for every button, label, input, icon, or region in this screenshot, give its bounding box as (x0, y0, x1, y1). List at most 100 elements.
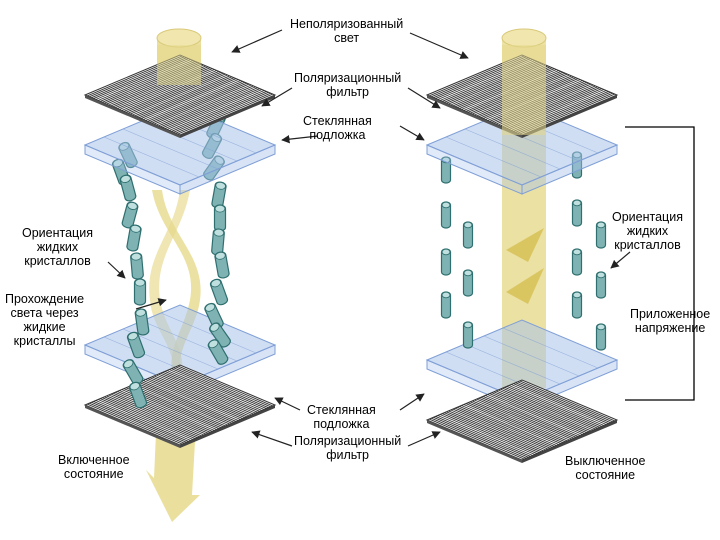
polarizer-right-bottom-line (459, 405, 555, 447)
crystal-cap (213, 228, 225, 237)
polarizer-left-bottom-line (145, 379, 241, 420)
polarizer-left-bottom-line (151, 376, 248, 418)
polarizer-left-top-line (169, 90, 265, 131)
polarizer-left-bottom-edge2 (180, 405, 275, 448)
polarizer-left-bottom-line (177, 365, 273, 407)
polarizer-right-bottom-line (470, 401, 566, 443)
pointer-arrow (251, 430, 293, 447)
polarizer-left-bottom-line (108, 394, 204, 436)
polarizer-left-top-line (145, 80, 241, 121)
polarizer-left-bottom-line (169, 369, 265, 410)
liquid-crystal (211, 181, 227, 209)
polarizer-left-top-line (175, 92, 271, 134)
polarizer-right-bottom-line (493, 391, 590, 433)
polarizer-right-bottom-line (435, 415, 531, 457)
glass-left-top-right-edge (179, 144, 276, 195)
polarizer-left-bottom-line (160, 372, 256, 414)
polarizer-left-bottom-line (130, 385, 226, 427)
polarizer-right-bottom-line (448, 410, 544, 452)
pointer-arrows (107, 29, 631, 447)
polarizer-right-bottom-line (457, 406, 553, 448)
polarizer-right-bottom (425, 379, 619, 463)
polarizer-left-top-line (166, 89, 263, 130)
polarizer-left-top-line (156, 84, 252, 126)
polarizer-left-top-line (153, 83, 250, 125)
crystal-cap (463, 321, 473, 329)
crystal-cap (130, 252, 142, 261)
polarizer-left-bottom-line (110, 393, 207, 435)
polarizer-left-top-line (173, 91, 269, 133)
polarizer-left-bottom-line (93, 400, 189, 442)
polarizer-right-bottom-line (439, 414, 536, 455)
polarizer-right-top-edge (427, 95, 522, 138)
polarizer-right-bottom-line (487, 394, 583, 435)
crystal-cap (441, 248, 451, 256)
crystal-cap (127, 202, 138, 210)
pointer-arrow (274, 397, 301, 411)
polarizer-left-bottom-line (97, 399, 194, 440)
polarizer-right-bottom-line (446, 411, 542, 453)
polarizer-left-top-edge2 (180, 95, 275, 138)
crystal-cap (463, 269, 473, 277)
polarizer-left-bottom-line (87, 403, 183, 445)
polarizer-left-top-line (147, 80, 243, 122)
crystal-cap (572, 291, 582, 299)
glass-right-bottom-grid (483, 335, 580, 377)
polarizer-left-top-line (134, 75, 230, 117)
liquid-crystal (130, 252, 144, 280)
crystal-cap (215, 251, 226, 260)
polarizer-left-bottom-line (104, 396, 200, 438)
polarizer-left-bottom-line (106, 395, 202, 437)
polarizer-left-bottom (83, 364, 277, 448)
pointer-arrow (261, 87, 293, 107)
polarizer-left-bottom-line (140, 380, 237, 422)
polarizer-right-bottom-line (517, 381, 613, 423)
polarizer-right-bottom-line (472, 400, 568, 442)
liquid-crystal (595, 271, 607, 299)
polarizer-right-bottom-line (482, 395, 579, 437)
glass-left-top-grid (122, 128, 219, 170)
pointer-arrow (231, 29, 283, 53)
voltage-circuit (625, 126, 695, 401)
pointer-arrow (135, 298, 167, 310)
liquid-crystals (111, 95, 607, 409)
crystal-cap (214, 204, 226, 213)
polarizer-left-top-line (171, 90, 267, 132)
polarizer-left-bottom-line (132, 384, 228, 426)
liquid-crystal (571, 291, 583, 319)
glass-right-top-grid (464, 128, 561, 170)
liquid-crystal (571, 248, 583, 276)
polarizer-right-bottom-line (502, 387, 598, 429)
liquid-crystal (209, 322, 231, 348)
polarizer-left-top-line (177, 93, 273, 135)
crystal-cap (215, 181, 226, 190)
liquid-crystal (440, 201, 452, 229)
polarizer-left-bottom-line (149, 377, 245, 419)
polarizer-right-bottom-line (515, 382, 611, 424)
beam-right-cap (501, 28, 547, 48)
liquid-crystal (595, 221, 607, 249)
polarizer-left-top-edge (85, 95, 180, 138)
glass-left-bottom-grid (160, 312, 257, 354)
crystal-cap (209, 322, 220, 332)
pointer-arrow (407, 431, 441, 447)
polarizer-left-bottom-line (134, 383, 230, 425)
polarizer-right-bottom-line (433, 416, 529, 458)
top-layers (83, 54, 619, 195)
polarizer-left-bottom-line (173, 367, 269, 409)
polarizer-left-bottom-line (115, 391, 211, 433)
crystal-cap (130, 224, 141, 233)
polarizer-right-bottom-line (506, 385, 603, 427)
glass-right-bottom-grid (502, 327, 599, 369)
polarizer-left-bottom-line (89, 402, 185, 444)
polarizer-left-top-line (130, 73, 226, 115)
polarizer-left-top-line (151, 82, 248, 124)
liquid-crystal (440, 248, 452, 276)
polarizer-left-top-line (123, 70, 220, 112)
polarizer-right-bottom-edge2 (522, 420, 617, 463)
